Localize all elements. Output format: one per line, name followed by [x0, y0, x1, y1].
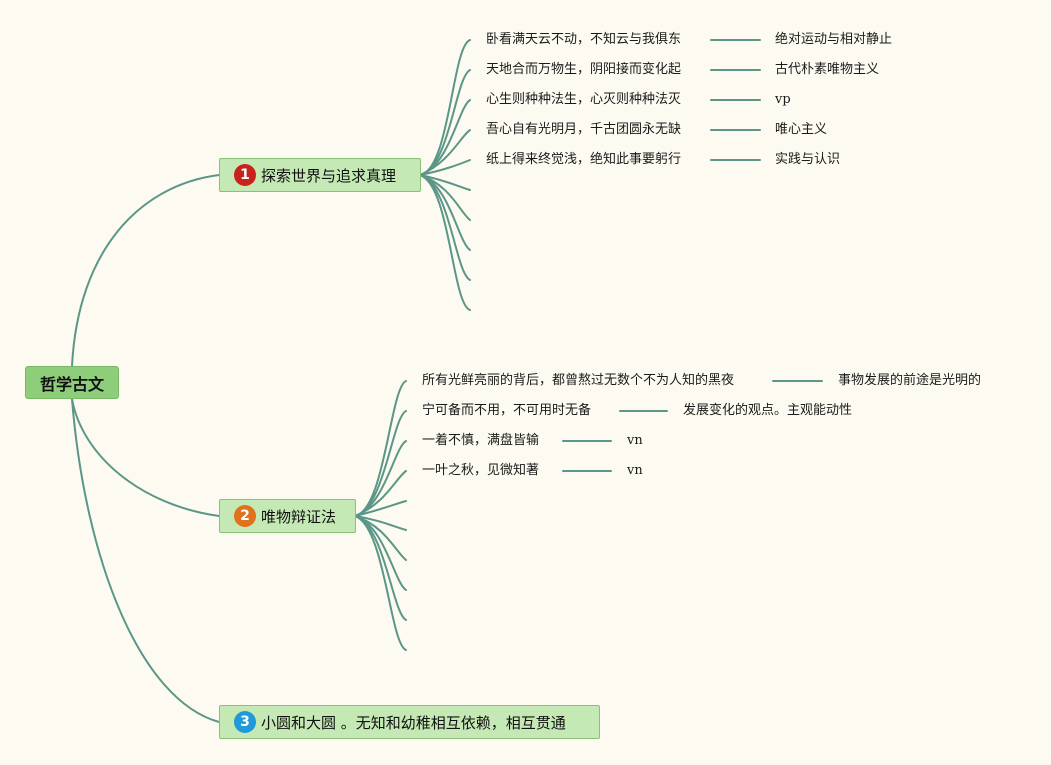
subtopic[interactable]: 纸上得来终觉浅，绝知此事要躬行 — [486, 152, 682, 167]
connector-b2-4 — [354, 470, 407, 517]
branch-topic-3[interactable]: 3 小圆和大圆 。无知和幼稚相互依赖，相互贯通 — [219, 705, 600, 739]
subtopic-note[interactable]: 事物发展的前途是光明的 — [838, 373, 982, 388]
subtopic[interactable]: 宁可备而不用，不可用时无备 — [422, 403, 592, 418]
connector-root-b1 — [71, 174, 220, 367]
connector-b1-5 — [419, 159, 471, 176]
root-topic-label: 哲学古文 — [39, 374, 104, 394]
connector-b2-6 — [354, 515, 407, 531]
connector-b1-1 — [419, 39, 471, 176]
subtopic-note[interactable]: 古代朴素唯物主义 — [775, 62, 880, 77]
subtopic-note[interactable]: vn — [627, 463, 643, 478]
branch-topic-label: 小圆和大圆 。无知和幼稚相互依赖，相互贯通 — [261, 713, 566, 732]
number-badge-icon: 1 — [234, 164, 256, 186]
connector-b2-5 — [354, 500, 407, 517]
branch-topic-1[interactable]: 1 探索世界与追求真理 — [219, 158, 421, 192]
subtopic-note[interactable]: 绝对运动与相对静止 — [775, 32, 893, 47]
subtopic[interactable]: 卧看满天云不动，不知云与我俱东 — [486, 32, 682, 47]
connector-b2-1 — [354, 380, 407, 517]
subtopic-note[interactable]: 发展变化的观点。主观能动性 — [683, 403, 853, 418]
number-badge-icon: 2 — [234, 505, 256, 527]
connector-b1-10 — [419, 174, 471, 311]
subtopic-note[interactable]: 唯心主义 — [775, 122, 828, 137]
subtopic[interactable]: 天地合而万物生，阴阳接而变化起 — [486, 62, 682, 77]
connector-root-b2 — [71, 398, 220, 517]
connector-b2-10 — [354, 515, 407, 651]
subtopic[interactable]: 一叶之秋，见微知著 — [422, 463, 540, 478]
subtopic[interactable]: 所有光鲜亮丽的背后，都曾熬过无数个不为人知的黑夜 — [422, 373, 735, 388]
branch-topic-label: 唯物辩证法 — [261, 507, 337, 526]
number-badge-icon: 3 — [234, 711, 256, 733]
connector-b1-4 — [419, 129, 471, 176]
subtopic[interactable]: 心生则种种法生，心灭则种种法灭 — [486, 92, 682, 107]
root-topic[interactable]: 哲学古文 — [25, 366, 119, 399]
branch-topic-2[interactable]: 2 唯物辩证法 — [219, 499, 356, 533]
branch-topic-label: 探索世界与追求真理 — [261, 166, 397, 185]
subtopic-note[interactable]: 实践与认识 — [775, 152, 841, 167]
subtopic-note[interactable]: vp — [775, 92, 791, 107]
subtopic[interactable]: 吾心自有光明月，千古团圆永无缺 — [486, 122, 682, 137]
subtopic-note[interactable]: vn — [627, 433, 643, 448]
subtopic[interactable]: 一着不慎，满盘皆输 — [422, 433, 540, 448]
connector-root-b3 — [71, 398, 220, 723]
